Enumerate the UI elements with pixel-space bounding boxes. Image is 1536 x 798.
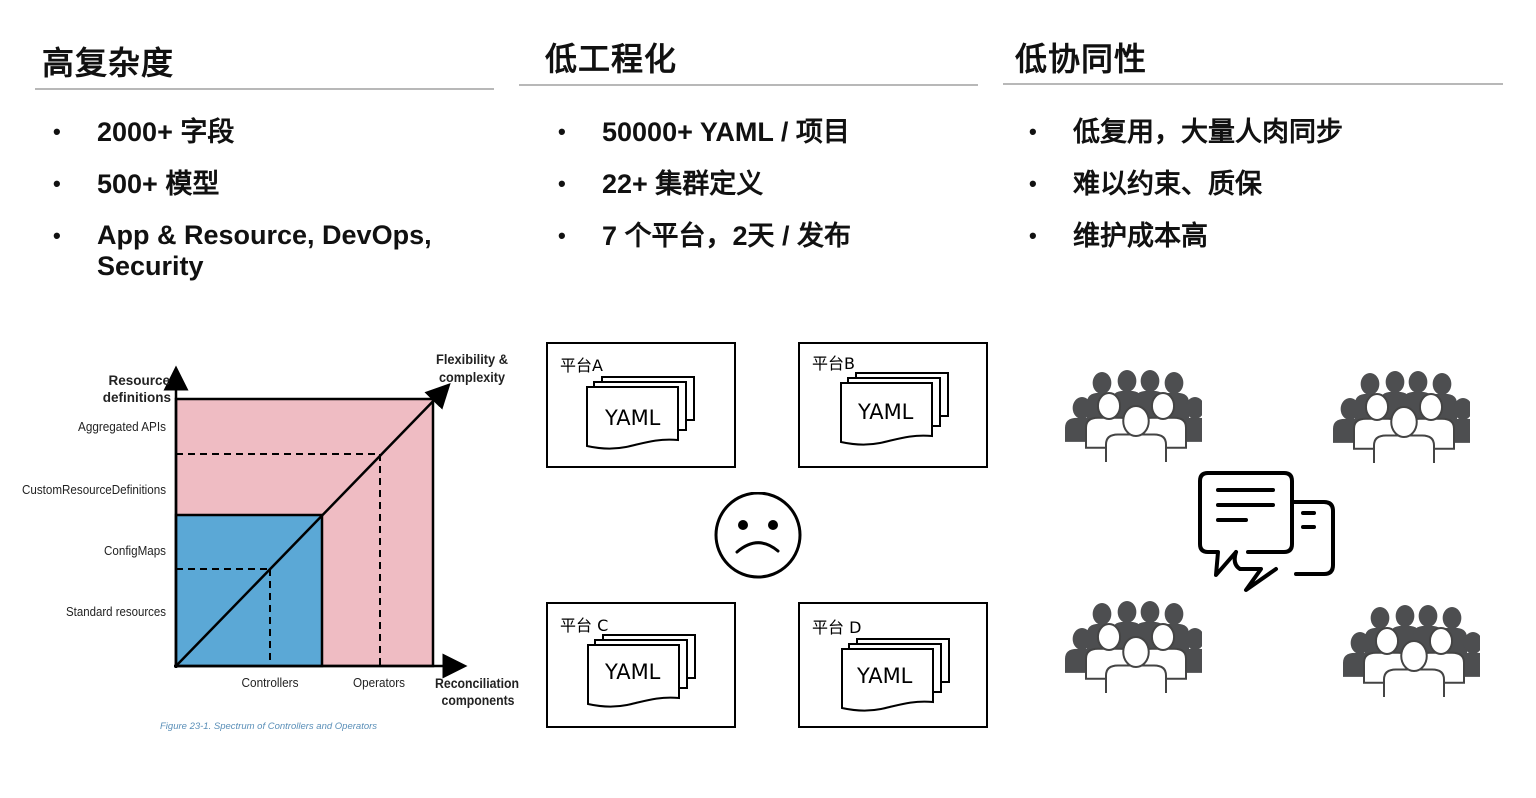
header-divider: [1003, 83, 1503, 85]
yaml-label: YAML: [858, 400, 914, 424]
people-group-icon: [1065, 370, 1202, 462]
bullet-dot: •: [558, 223, 566, 248]
platform-box-a: 平台A YAML: [546, 342, 736, 468]
bullet-item: •2000+ 字段: [53, 117, 235, 147]
bullet-dot: •: [1029, 171, 1037, 196]
yaml-label: YAML: [605, 660, 661, 684]
platform-box-c: 平台 C YAML: [546, 602, 736, 728]
yaml-document-stack-icon: [587, 634, 696, 708]
x-axis-label: Reconciliation: [435, 676, 519, 691]
column-title: 低协同性: [1015, 41, 1148, 77]
platform-box-b: 平台B YAML: [798, 342, 988, 468]
bullet-dot: •: [53, 171, 61, 196]
yaml-label: YAML: [857, 664, 913, 688]
y-axis-label: Resource: [108, 373, 170, 388]
y-tick-label: ConfigMaps: [104, 543, 166, 558]
people-group-icon: [1333, 371, 1470, 463]
header-divider: [519, 84, 978, 86]
yaml-document-stack-icon: [841, 638, 950, 712]
bullet-dot: •: [1029, 223, 1037, 248]
bullet-item: •低复用，大量人肉同步: [1029, 117, 1343, 147]
header-divider: [35, 88, 494, 90]
flexibility-diagonal-arrow: [175, 383, 451, 667]
bullet-dot: •: [1029, 119, 1037, 144]
diagonal-label: complexity: [439, 370, 505, 385]
bullet-dot: •: [53, 223, 61, 248]
platform-box-d: 平台 D YAML: [798, 602, 988, 728]
controllers-operators-figure: Resource definitions Aggregated APIs Cus…: [22, 352, 519, 732]
sad-face-icon: [714, 492, 802, 579]
x-tick-label: Operators: [353, 675, 405, 690]
y-axis-label: definitions: [103, 390, 171, 405]
bullet-dot: •: [558, 119, 566, 144]
yaml-document-stack-icon: [840, 372, 949, 446]
column-title: 高复杂度: [42, 45, 175, 81]
figure-caption: Figure 23-1. Spectrum of Controllers and…: [160, 721, 377, 732]
x-axis-label: components: [442, 693, 515, 708]
bullet-item: •22+ 集群定义: [558, 169, 764, 199]
bullet-item: •维护成本高: [1029, 221, 1208, 251]
y-tick-label: Standard resources: [66, 604, 166, 619]
bullet-list: •2000+ 字段 •500+ 模型 •App & Resource, DevO…: [53, 116, 505, 302]
chat-bubbles-icon: [1198, 471, 1335, 592]
bullet-item: •难以约束、质保: [1029, 169, 1262, 199]
bullet-item: •500+ 模型: [53, 169, 220, 199]
x-tick-label: Controllers: [242, 675, 299, 690]
y-tick-label: CustomResourceDefinitions: [22, 482, 166, 497]
y-tick-label: Aggregated APIs: [78, 419, 166, 434]
bullet-dot: •: [53, 119, 61, 144]
bullet-list: •50000+ YAML / 项目 •22+ 集群定义 •7 个平台，2天 / …: [558, 116, 1000, 272]
column-title: 低工程化: [545, 41, 678, 77]
yaml-document-stack-icon: [586, 376, 695, 450]
bullet-item: •50000+ YAML / 项目: [558, 117, 850, 147]
yaml-label: YAML: [605, 406, 661, 430]
bullet-item: •App & Resource, DevOps, Security: [53, 220, 432, 281]
bullet-list: •低复用，大量人肉同步 •难以约束、质保 •维护成本高: [1029, 116, 1511, 272]
people-group-icon: [1343, 605, 1480, 697]
bullet-dot: •: [558, 171, 566, 196]
bullet-item: •7 个平台，2天 / 发布: [558, 221, 852, 251]
people-group-icon: [1065, 601, 1202, 693]
diagonal-label: Flexibility &: [436, 352, 508, 367]
